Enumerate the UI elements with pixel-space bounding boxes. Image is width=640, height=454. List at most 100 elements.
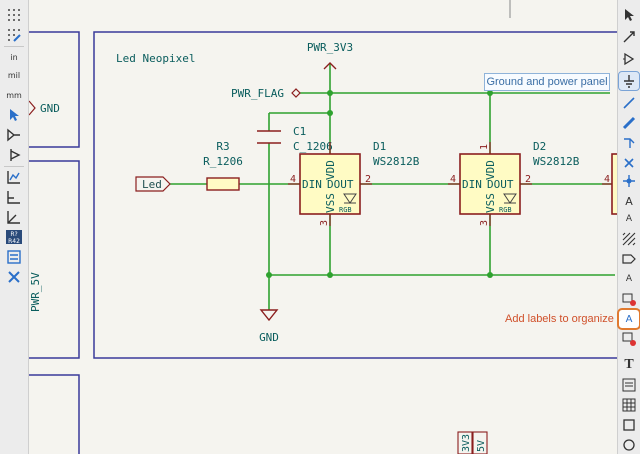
highlight-net-icon[interactable]	[619, 28, 639, 46]
d1-pin4-num: 4	[290, 174, 296, 185]
hier-label-icon[interactable]: A	[619, 270, 639, 288]
svg-text:R?: R?	[10, 231, 17, 238]
units-mm-icon[interactable]: mm	[3, 86, 25, 104]
d2-pin-vss: VSS	[484, 193, 497, 213]
d2-led-symbol[interactable]	[448, 142, 532, 226]
d1-pin-din: DIN	[302, 178, 322, 191]
plot-icon[interactable]	[3, 188, 25, 206]
pwr3v3-label: PWR_3V3	[307, 41, 353, 54]
circle-icon[interactable]	[619, 436, 639, 454]
netclass-icon[interactable]: A	[619, 210, 639, 228]
left-sheet-top-frame	[29, 31, 80, 148]
d3-pin4-num: 4	[604, 174, 610, 185]
c1-capacitor[interactable]	[257, 130, 281, 144]
main-sheet-frame	[93, 31, 618, 359]
junction-icon[interactable]	[619, 172, 639, 190]
d2-ref: D2	[533, 140, 546, 153]
d1-value: WS2812B	[373, 155, 420, 168]
cursor-icon[interactable]	[3, 106, 25, 124]
sheet-title: Led Neopixel	[116, 52, 195, 65]
d1-rgb: RGB	[339, 206, 352, 214]
sheet-pin-icon[interactable]	[619, 290, 639, 308]
bottom-5v-label: 5V	[476, 440, 487, 452]
pin-icon[interactable]	[3, 146, 25, 164]
gnd-symbol[interactable]	[259, 309, 279, 322]
bus-entry-icon[interactable]	[619, 134, 639, 152]
c1-value: C_1206	[293, 140, 333, 153]
units-mil-label: mil	[7, 70, 21, 80]
d2-pin1-num: 1	[479, 144, 490, 150]
table-icon[interactable]	[619, 396, 639, 414]
units-in-icon[interactable]: in	[3, 48, 25, 66]
d2-pin-vdd: VDD	[484, 160, 497, 180]
rectangle-icon[interactable]	[619, 416, 639, 434]
gnd-label: GND	[259, 331, 279, 344]
hatch-icon[interactable]	[619, 230, 639, 248]
led-label-text: Led	[142, 178, 162, 191]
right-toolbar: A A A A T	[617, 0, 640, 454]
grid-toggle-icon[interactable]	[3, 26, 25, 44]
text-icon[interactable]: T	[619, 356, 639, 374]
select-arrow-icon[interactable]	[619, 6, 639, 24]
pwr-flag-label: PWR_FLAG	[231, 87, 284, 100]
ground-power-panel-hint: Ground and power panel	[484, 73, 610, 91]
d2-pin4-num: 4	[450, 174, 456, 185]
delete-label-icon[interactable]	[619, 330, 639, 348]
add-wire-icon[interactable]	[619, 94, 639, 112]
bus-ref-icon[interactable]: R?R42	[3, 228, 25, 246]
text-icon-glyph: T	[624, 357, 634, 372]
d1-pin2-num: 2	[365, 174, 371, 185]
bottom-hier-labels[interactable]	[457, 431, 488, 454]
units-mil-icon[interactable]: mil	[3, 66, 25, 84]
add-label-icon-glyph: A	[625, 313, 633, 325]
d2-pin-dout: DOUT	[487, 178, 514, 191]
global-label-icon[interactable]	[619, 250, 639, 268]
d1-pin-vdd: VDD	[324, 160, 337, 180]
d2-value: WS2812B	[533, 155, 580, 168]
d1-pin-dout: DOUT	[327, 178, 354, 191]
left-pwr5v-label: PWR_5V	[29, 272, 42, 312]
graph-icon[interactable]	[3, 168, 25, 186]
add-symbol-icon[interactable]	[619, 50, 639, 68]
add-bus-icon[interactable]	[619, 114, 639, 132]
d1-pin-vss: VSS	[324, 193, 337, 213]
no-connect-icon[interactable]	[619, 154, 639, 172]
textbox-icon[interactable]	[619, 376, 639, 394]
r3-ref: R3	[216, 140, 229, 153]
schematic-canvas[interactable]: GND PWR_5V Led Neopixel PWR_3V3 PWR_FLAG	[29, 0, 618, 454]
d1-pin3-num: 3	[319, 220, 330, 226]
label-icon[interactable]: A	[619, 192, 639, 210]
d2-pin2-num: 2	[525, 174, 531, 185]
pwr-flag-symbol[interactable]	[291, 88, 301, 98]
netclass-icon-glyph: A	[625, 214, 633, 224]
hier-label-icon-glyph: A	[625, 274, 633, 284]
left-toolbar: in mil mm R?R42	[0, 0, 29, 454]
hierarchy-icon[interactable]	[3, 126, 25, 144]
d2-rgb: RGB	[499, 206, 512, 214]
units-mm-label: mm	[6, 90, 22, 100]
r3-resistor[interactable]	[206, 177, 240, 191]
left-sheet-bottom-frame	[29, 374, 80, 454]
angle-icon[interactable]	[3, 208, 25, 226]
bottom-3v3-label: 3V3	[461, 434, 472, 452]
properties-icon[interactable]	[3, 248, 25, 266]
units-in-label: in	[10, 52, 18, 62]
grid-icon[interactable]	[3, 6, 25, 24]
svg-text:R42: R42	[8, 238, 20, 245]
label-icon-glyph: A	[625, 194, 633, 208]
d2-pin-din: DIN	[462, 178, 482, 191]
c1-ref: C1	[293, 125, 306, 138]
d2-pin3-num: 3	[479, 220, 490, 226]
left-sheet-mid-frame	[29, 160, 80, 359]
left-gnd-label: GND	[40, 102, 60, 115]
d3-led-symbol-partial[interactable]	[602, 153, 618, 215]
d1-ref: D1	[373, 140, 386, 153]
add-label-icon[interactable]: A	[617, 308, 640, 330]
tools-icon[interactable]	[3, 268, 25, 286]
r3-value: R_1206	[203, 155, 243, 168]
pwr3v3-symbol[interactable]	[323, 62, 337, 70]
add-labels-hint: Add labels to organize	[505, 313, 614, 325]
led-global-label[interactable]	[135, 176, 171, 192]
d1-led-symbol[interactable]	[288, 142, 372, 226]
add-power-icon[interactable]	[618, 71, 640, 91]
